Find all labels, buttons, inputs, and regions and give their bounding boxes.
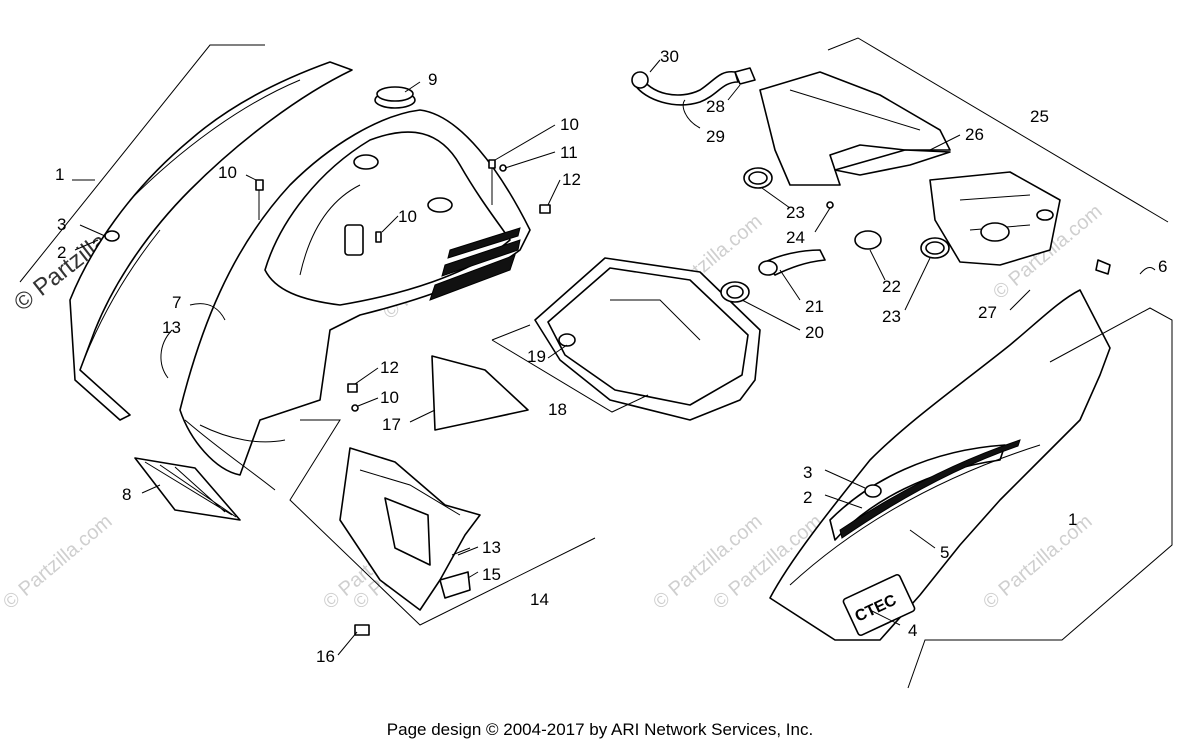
callout-25: 25 <box>1030 107 1049 126</box>
callout-22: 22 <box>882 277 901 296</box>
hardware-fasteners <box>255 159 551 412</box>
breather-hose <box>631 67 756 106</box>
hood-assembly <box>179 109 531 491</box>
watermark: © Partzilla.com <box>649 510 766 613</box>
leader-lines <box>72 59 1156 656</box>
callout-28: 28 <box>706 97 725 116</box>
callout-16: 16 <box>316 647 335 666</box>
callout-19: 19 <box>527 347 546 366</box>
callout-12: 12 <box>562 170 581 189</box>
lower-belly-pan <box>289 419 596 636</box>
callout-4: 4 <box>908 621 917 640</box>
callout-15: 15 <box>482 565 501 584</box>
callout-11: 11 <box>560 143 578 162</box>
callout-24: 24 <box>786 228 805 247</box>
callout-1: 1 <box>55 165 64 184</box>
callout-10: 10 <box>398 207 417 226</box>
callout-2: 2 <box>803 488 812 507</box>
callout-7: 7 <box>172 293 181 312</box>
callout-8: 8 <box>122 485 131 504</box>
callout-30: 30 <box>660 47 679 66</box>
callout-3: 3 <box>803 463 812 482</box>
callout-6: 6 <box>1158 257 1167 276</box>
callout-23: 23 <box>786 203 805 222</box>
callout-13: 13 <box>482 538 501 557</box>
page-footer: Page design © 2004-2017 by ARI Network S… <box>386 720 814 739</box>
headlight-lens <box>134 457 241 521</box>
callout-10: 10 <box>380 388 399 407</box>
callout-14: 14 <box>530 590 549 609</box>
callout-20: 20 <box>805 323 824 342</box>
callout-23: 23 <box>882 307 901 326</box>
right-side-panel: CTEC <box>769 289 1173 689</box>
watermark: © Partzilla.com <box>979 510 1096 613</box>
windshield <box>431 355 529 431</box>
grommet <box>374 86 416 109</box>
intake-assembly <box>759 37 1169 275</box>
callout-21: 21 <box>805 297 824 316</box>
callout-5: 5 <box>940 543 949 562</box>
callout-9: 9 <box>428 70 437 89</box>
callout-3: 3 <box>57 215 66 234</box>
callout-13: 13 <box>162 318 181 337</box>
callout-labels: 1 3 2 7 13 8 10 9 10 10 11 12 12 10 17 1… <box>55 47 1167 666</box>
callout-27: 27 <box>978 303 997 322</box>
left-side-panel <box>19 44 353 421</box>
watermark: © Partzilla.com <box>0 510 116 613</box>
callout-1: 1 <box>1068 510 1077 529</box>
callout-10: 10 <box>218 163 237 182</box>
callout-29: 29 <box>706 127 725 146</box>
callout-26: 26 <box>965 125 984 144</box>
callout-17: 17 <box>382 415 401 434</box>
airbox <box>491 257 761 421</box>
callout-2: 2 <box>57 243 66 262</box>
callout-18: 18 <box>548 400 567 419</box>
callout-10: 10 <box>560 115 579 134</box>
callout-12: 12 <box>380 358 399 377</box>
parts-diagram: © Partzilla.com © Partzilla.com © Partzi… <box>0 37 1173 689</box>
